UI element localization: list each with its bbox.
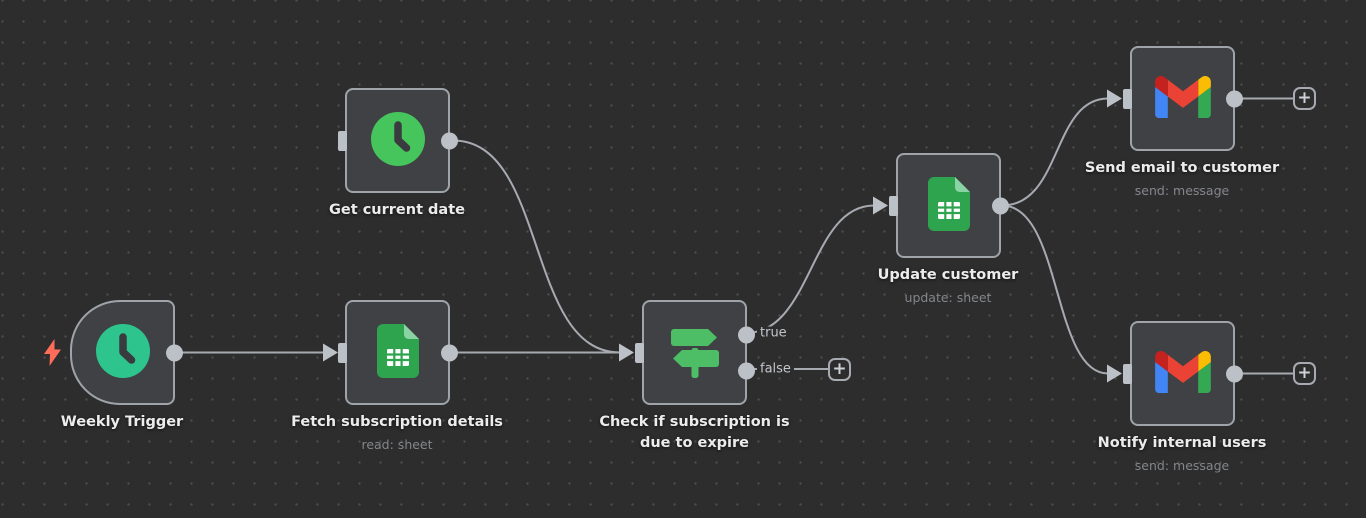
input-port[interactable] (889, 195, 898, 216)
add-node-button[interactable]: + (828, 357, 851, 381)
input-arrow-icon (619, 343, 634, 362)
gmail-icon (1154, 75, 1211, 122)
output-port[interactable] (1226, 365, 1243, 382)
node-subtitle: read: sheet (361, 437, 433, 453)
clock-icon (95, 323, 150, 382)
node-title-text: Notify internal users (1097, 435, 1267, 451)
google-sheets-icon (927, 176, 970, 235)
node-fetch-subscription-details[interactable] (338, 300, 458, 405)
node-title: Send email to customer send: message (1052, 158, 1312, 200)
output-port-false[interactable] (738, 362, 755, 380)
input-arrow-icon (323, 343, 338, 362)
node-title: Fetch subscription details read: sheet (267, 412, 527, 454)
node-get-current-date[interactable] (338, 88, 458, 193)
lightning-trigger-icon (44, 339, 61, 370)
wire-getdate-to-if[interactable] (452, 139, 621, 354)
output-port[interactable] (441, 344, 458, 361)
node-update-customer[interactable] (889, 153, 1009, 258)
node-subtitle: send: message (1134, 183, 1230, 199)
output-port[interactable] (166, 344, 183, 361)
node-title: Notify internal users send: message (1052, 433, 1312, 475)
input-port[interactable] (1123, 363, 1132, 384)
input-arrow-icon (1107, 89, 1122, 108)
input-port[interactable] (338, 130, 347, 151)
node-title: Check if subscription is due to expire (592, 412, 797, 454)
input-port[interactable] (635, 342, 644, 363)
node-title-text: Check if subscription is due to expire (599, 414, 790, 452)
add-node-button[interactable]: + (1293, 362, 1316, 385)
node-subtitle: update: sheet (904, 290, 992, 306)
clock-icon (370, 111, 425, 170)
input-arrow-icon (1107, 364, 1122, 383)
output-port[interactable] (441, 132, 458, 149)
node-notify-internal-users[interactable] (1123, 321, 1243, 426)
node-check-if-subscription-due-to-expire[interactable] (635, 300, 755, 405)
input-port[interactable] (1123, 88, 1132, 109)
node-title-text: Update customer (877, 267, 1019, 283)
signpost-icon (666, 322, 724, 384)
node-title-text: Weekly Trigger (60, 414, 184, 430)
node-title: Update customer update: sheet (818, 265, 1078, 307)
node-title-text: Fetch subscription details (291, 414, 503, 430)
branch-label-false: false (757, 362, 794, 376)
branch-label-true: true (757, 326, 790, 340)
output-port-true[interactable] (738, 326, 755, 344)
node-title: Weekly Trigger (0, 412, 252, 433)
node-title-text: Send email to customer (1084, 160, 1280, 176)
add-node-button[interactable]: + (1293, 87, 1316, 110)
input-port[interactable] (338, 342, 347, 363)
node-title: Get current date (267, 200, 527, 221)
node-weekly-trigger[interactable] (44, 300, 183, 405)
input-arrow-icon (873, 196, 888, 215)
output-port[interactable] (992, 197, 1009, 214)
google-sheets-icon (376, 323, 419, 382)
node-send-email-to-customer[interactable] (1123, 46, 1243, 151)
gmail-icon (1154, 350, 1211, 397)
node-title-text: Get current date (328, 202, 465, 218)
output-port[interactable] (1226, 90, 1243, 107)
node-subtitle: send: message (1134, 458, 1230, 474)
